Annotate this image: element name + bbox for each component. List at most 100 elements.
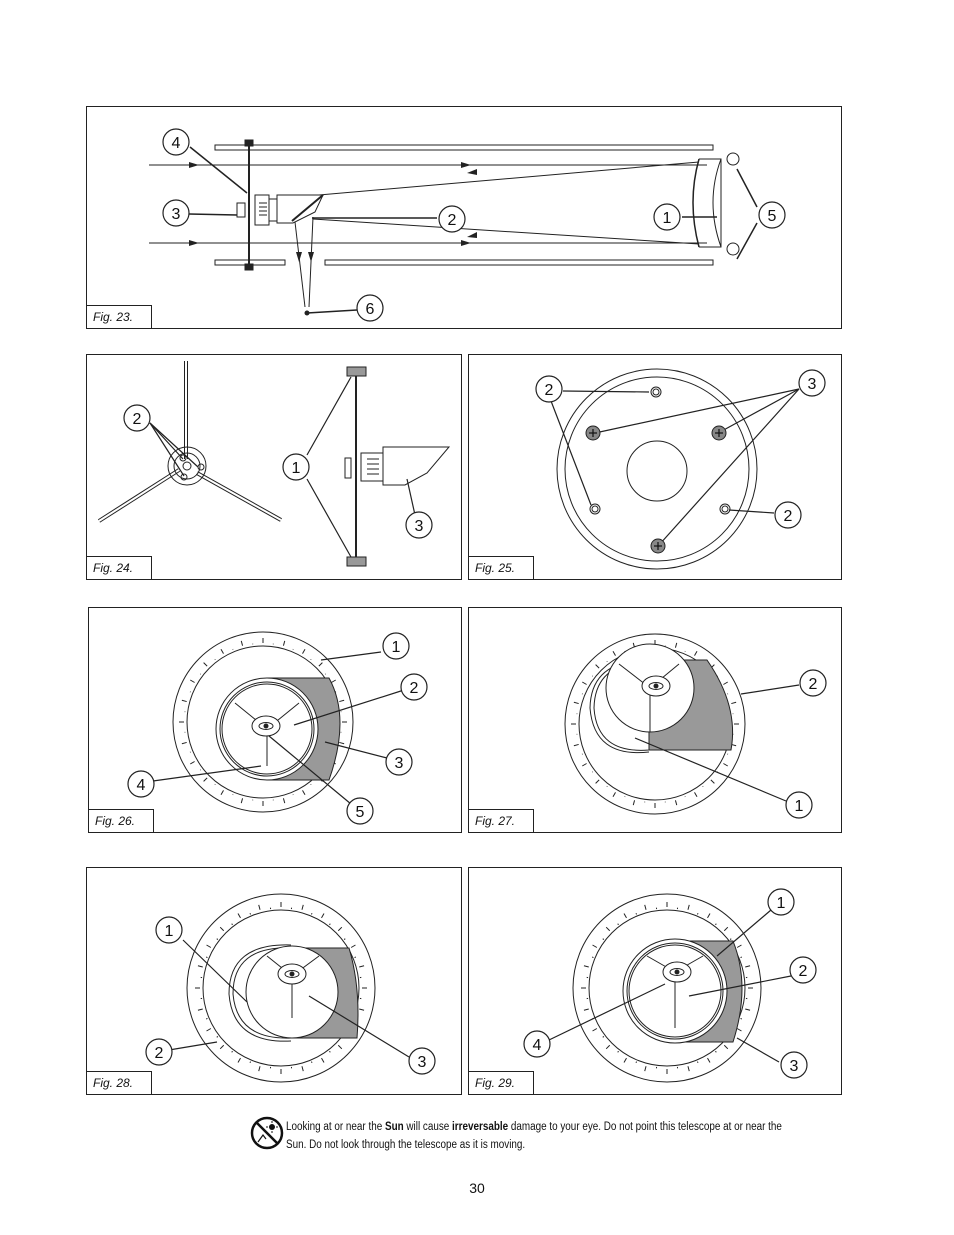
warning-sun-word: Sun (384, 1121, 404, 1133)
callout-circle (438, 205, 466, 233)
dial-tick (605, 1044, 611, 1050)
figure-28: 1 2 3 Fig. 28. (86, 867, 462, 1095)
warning-text: Looking at or near the Sun will cause ir… (286, 1118, 782, 1154)
dial-tick (687, 904, 690, 910)
dial-tick (220, 649, 224, 654)
dial-tick (635, 1061, 638, 1064)
callout-5: 5 (356, 804, 365, 821)
callout-circle (758, 201, 786, 229)
dial-tick (582, 681, 587, 685)
dial-tick (310, 912, 313, 915)
dial-tick (674, 800, 678, 806)
dial-tick (736, 1028, 742, 1032)
dial-tick (740, 956, 743, 959)
dial-tick (302, 790, 306, 795)
callout-2: 2 (784, 508, 793, 525)
dial-tick (282, 798, 286, 804)
dial-tick (573, 743, 579, 747)
dial-tick (595, 779, 600, 784)
callout-1: 1 (795, 798, 804, 815)
dial-tick (715, 1050, 717, 1053)
sun-warning: Looking at or near the Sun will cause ir… (250, 1116, 840, 1156)
dial-tick (310, 1061, 313, 1064)
spider-vane-diagram: 2 1 3 (97, 361, 451, 567)
dial-tick (197, 965, 203, 968)
dial-tick (329, 923, 331, 926)
dial-tick (623, 1057, 627, 1063)
dial-tick (302, 649, 306, 654)
dial-tick (337, 1044, 343, 1050)
figure-25: 2 3 2 Fig. 25. (468, 354, 842, 580)
dial-tick (694, 792, 698, 797)
dial-tick (687, 1066, 690, 1072)
dial-tick (729, 938, 732, 940)
dial-tick (696, 912, 699, 915)
callout-2: 2 (133, 411, 142, 428)
figure-label: Fig. 26. (89, 809, 154, 832)
dial-tick (632, 800, 636, 806)
figure-23: 4 3 2 1 5 6 Fig. 23. (86, 106, 842, 329)
collimation-view-diagram: 1 2 4 3 (523, 888, 817, 1083)
dial-tick (707, 1057, 711, 1063)
callout-3: 3 (172, 206, 181, 223)
dial-tick (745, 965, 751, 968)
callout-1: 1 (663, 210, 672, 227)
dial-tick (231, 1050, 233, 1053)
dial-tick (216, 938, 219, 940)
dial-tick (674, 642, 678, 648)
dial-tick (206, 944, 212, 948)
dial-tick (249, 1061, 252, 1064)
dial-tick (339, 741, 345, 745)
warning-irreversable-word: irreversable (452, 1121, 509, 1133)
dial-tick (740, 1017, 743, 1020)
dial-tick (205, 956, 208, 959)
callout-3: 3 (808, 376, 817, 393)
dial-tick (617, 1050, 619, 1053)
telescope-optical-path-diagram: 4 3 2 1 5 6 (149, 128, 786, 322)
callout-3: 3 (790, 1058, 799, 1075)
callout-circle (356, 294, 384, 322)
dial-tick (602, 1036, 605, 1038)
dial-tick (203, 662, 208, 667)
dial-tick (343, 938, 346, 940)
dial-tick (592, 1028, 598, 1032)
dial-tick (617, 923, 619, 926)
dial-tick (203, 777, 208, 782)
dial-tick (583, 1008, 589, 1011)
callout-6: 6 (366, 301, 375, 318)
dial-tick (240, 798, 244, 804)
collimation-view-diagram: 2 1 (564, 633, 827, 819)
dial-tick (592, 944, 598, 948)
dial-tick (339, 699, 345, 703)
dial-tick (258, 1066, 261, 1072)
callout-4: 4 (172, 135, 181, 152)
dial-tick (258, 904, 261, 910)
dial-tick (331, 679, 336, 683)
page-number: 30 (469, 1180, 485, 1196)
dial-tick (595, 664, 600, 669)
figure-27: 2 1 Fig. 27. (468, 607, 842, 833)
callout-1: 1 (165, 923, 174, 940)
dial-tick (644, 904, 647, 910)
dial-tick (694, 651, 698, 656)
callout-circle (162, 128, 190, 156)
dial-tick (321, 913, 325, 919)
callout-3: 3 (395, 755, 404, 772)
mirror-cell-diagram: 2 3 2 (535, 368, 826, 570)
dial-tick (350, 944, 356, 948)
dial-tick (644, 1066, 647, 1072)
dial-tick (715, 923, 717, 926)
dial-tick (723, 763, 728, 767)
dial-tick (591, 956, 594, 959)
dial-tick (602, 938, 605, 940)
dial-tick (582, 763, 587, 767)
dial-tick (216, 1036, 219, 1038)
callout-1: 1 (777, 895, 786, 912)
collimation-view-diagram: 1 2 3 (145, 893, 436, 1083)
collimation-view-diagram: 1 2 3 4 5 (127, 631, 428, 825)
warning-text-part: Looking at or near the (286, 1121, 385, 1133)
dial-tick (723, 926, 729, 932)
dial-tick (205, 1017, 208, 1020)
dial-tick (359, 1008, 365, 1011)
dial-tick (696, 1061, 699, 1064)
